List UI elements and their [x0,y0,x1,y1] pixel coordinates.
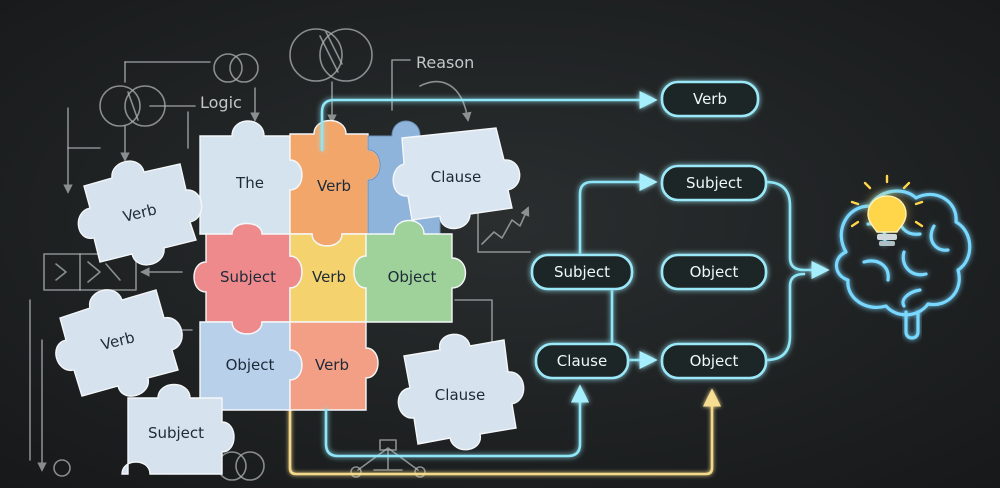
puzzle-piece-label: Subject [148,424,204,442]
flow-to-verb [320,90,658,152]
puzzle-piece-label: Object [388,268,437,286]
chalk-label-logic: Logic [200,93,242,112]
node-clause-label: Clause [557,352,607,370]
puzzle-piece-clause-top: Clause [392,127,521,230]
node-object-bottom-label: Object [690,352,739,370]
puzzle-piece-label: Verb [315,356,349,374]
puzzle-piece-verb-bottom: Verb [289,321,379,411]
node-subject-top-label: Subject [686,174,742,192]
puzzle-piece-verb-middle: Verb [289,233,367,323]
node-subject-left: Subject [530,253,634,291]
node-object-middle: Object [660,253,768,291]
flow-to-brain-top [764,180,830,280]
puzzle-piece-verb-top: Verb [289,119,381,247]
chalk-label-reason: Reason [416,53,474,72]
flow-nodes: Verb Subject Subject Object Clause Objec… [530,80,768,380]
yellow-flow-lines [288,262,722,476]
node-clause: Clause [534,342,630,380]
flow-subject-left-to-subject-top [578,172,658,256]
puzzle-piece-object-blue: Object [199,321,303,411]
node-verb-label: Verb [693,90,727,108]
puzzle-piece-subject: Subject [193,222,303,335]
lightbulb-icon [850,174,924,246]
puzzle-piece-label: Clause [431,168,481,186]
puzzle-piece-loose-subject: Subject [121,383,235,475]
puzzle-piece-loose-verb-2: Verb [55,289,183,397]
puzzle-piece-loose-clause: Clause [397,333,525,451]
puzzle-piece-label: Verb [312,268,346,286]
node-object-middle-label: Object [690,263,739,281]
puzzle-piece-label: Clause [435,386,485,404]
flow-to-brain-bottom [764,272,806,362]
node-verb: Verb [660,80,760,118]
puzzle-piece-label: Subject [220,268,276,286]
puzzle-piece-label: The [235,174,264,192]
puzzle-piece-label: Verb [317,177,351,195]
puzzle-piece-the: The [199,120,303,235]
lightbulb-rays [850,174,924,228]
puzzle-piece-loose-verb-1: Verb [77,160,203,266]
node-subject-left-label: Subject [554,263,610,281]
node-object-bottom: Object [660,342,768,380]
flow-bottom-to-clause [324,384,590,458]
puzzle-piece-object-green: Object [353,219,467,323]
yellow-loop-to-object [288,370,722,476]
puzzle-piece-label: Object [226,356,275,374]
puzzle-grid: The Verb Clause Subject Verb Object [55,119,525,475]
node-subject-top: Subject [660,164,768,202]
